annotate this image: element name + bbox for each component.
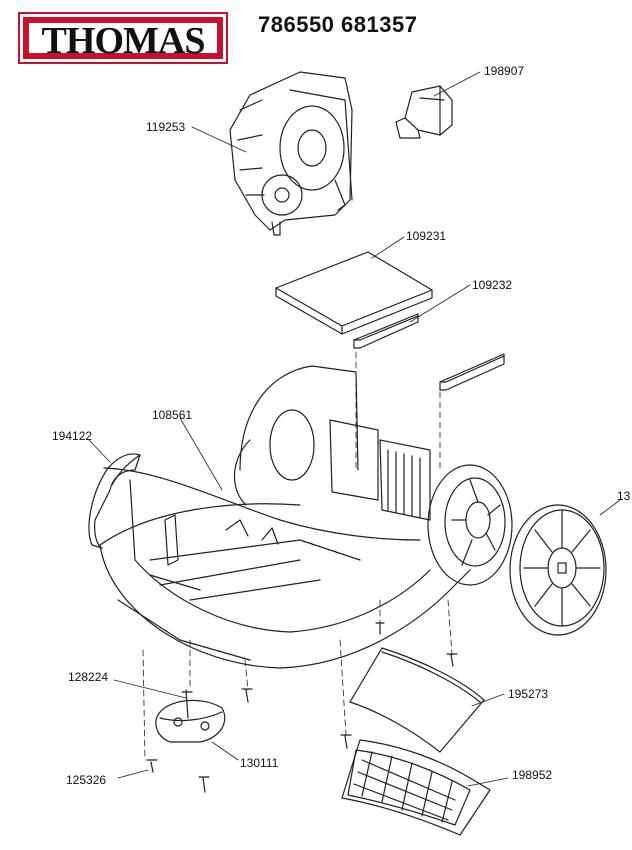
filter-pad-part xyxy=(275,251,433,335)
grille-part xyxy=(341,739,491,836)
body-wheel xyxy=(427,464,513,586)
wheel-part xyxy=(509,504,607,636)
part-number-label: 194122 xyxy=(52,429,93,443)
part-number-label: 109231 xyxy=(406,229,447,243)
part-number-label: 13 xyxy=(617,489,631,503)
bumper-part xyxy=(88,453,141,549)
part-number-label: 130111 xyxy=(240,756,279,770)
caster-part xyxy=(155,689,226,743)
part-number-label: 125326 xyxy=(66,773,107,787)
part-number-label: 119253 xyxy=(146,120,186,134)
part-number-label: 128224 xyxy=(68,670,109,684)
chassis-body-part xyxy=(99,365,471,669)
part-number-label: 109232 xyxy=(472,278,513,292)
motor-housing-part xyxy=(229,71,353,236)
model-number: 786550 681357 xyxy=(258,12,418,37)
part-number-label: 198952 xyxy=(512,768,553,782)
label-leader-lines xyxy=(87,71,621,787)
connector-part xyxy=(395,85,453,139)
foam-strip-part xyxy=(353,313,505,391)
screws xyxy=(146,622,458,793)
part-number-label: 195273 xyxy=(508,687,549,701)
part-number-label: 198907 xyxy=(484,64,525,78)
thomas-logo: THOMAS xyxy=(18,12,228,64)
flap-part xyxy=(349,647,485,753)
part-number-label: 108561 xyxy=(152,408,193,422)
